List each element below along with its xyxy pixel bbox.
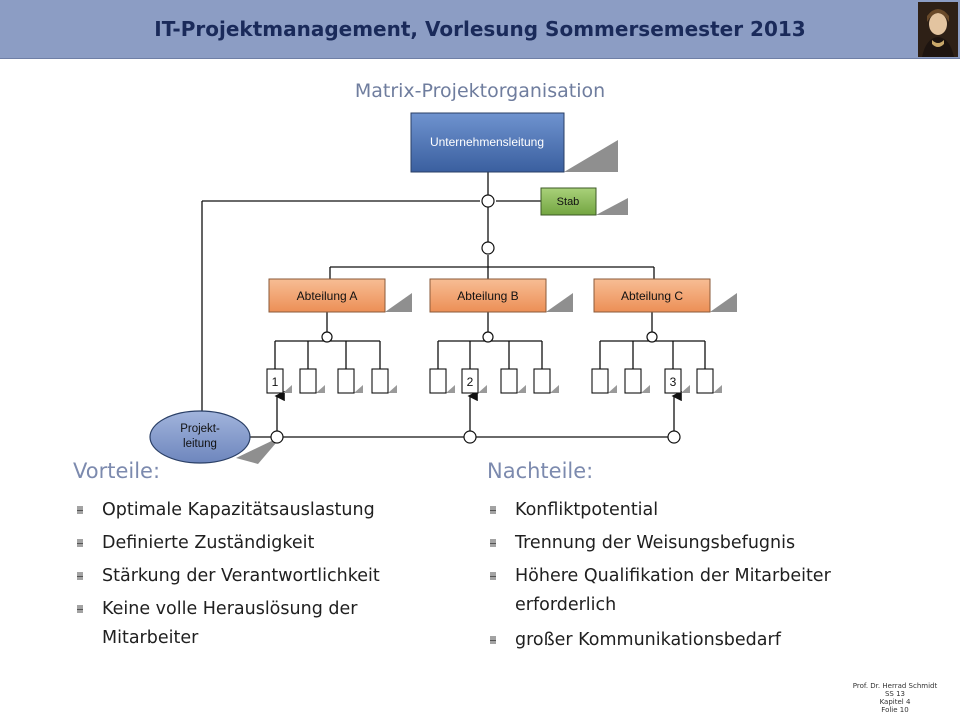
footer-author: Prof. Dr. Herrad Schmidt: [852, 682, 938, 690]
project-number-1: 1: [272, 375, 279, 389]
project-lead-line2: leitung: [183, 438, 217, 450]
project-number-3: 3: [670, 375, 677, 389]
disadvantage-item: Trennung der Weisungsbefugnis: [485, 529, 885, 558]
employee-box-c1: [591, 368, 609, 394]
footer-slide: Folie 10: [881, 706, 909, 714]
employee-box-b2: [461, 368, 479, 394]
advantage-item: Optimale Kapazitätsauslastung: [72, 496, 462, 525]
bullet-icon: [490, 572, 496, 580]
staff-label: Stab: [557, 196, 580, 208]
footer-chapter: Kapitel 4: [879, 698, 911, 706]
advantage-item: Definierte Zuständigkeit: [72, 529, 462, 558]
bullet-icon: [490, 539, 496, 547]
bullet-icon: [77, 539, 83, 547]
disadvantage-item: großer Kommunikationsbedarf: [485, 626, 885, 655]
footer-semester: SS 13: [884, 690, 906, 698]
employee-box-c3: [664, 368, 682, 394]
employee-box-a3: [337, 368, 355, 394]
employee-box-b3: [500, 368, 518, 394]
junction-nodes: [270, 194, 681, 444]
department-b-box: Abteilung B: [429, 278, 547, 313]
project-number-2: 2: [467, 375, 474, 389]
connector-lines: [201, 172, 706, 438]
employee-box-b1: [429, 368, 447, 394]
employee-box-b4: [533, 368, 551, 394]
employee-box-a4: [371, 368, 389, 394]
project-lead-ellipse: Projekt- leitung: [149, 410, 251, 464]
bullet-icon: [490, 636, 496, 644]
bullet-icon: [77, 572, 83, 580]
department-a-box: Abteilung A: [268, 278, 386, 313]
employee-box-a1: [266, 368, 284, 394]
top-management-box: Unternehmensleitung: [410, 112, 565, 173]
advantage-item: Keine volle Herauslösung der Mitarbeiter: [72, 595, 432, 653]
shadows: [236, 140, 737, 464]
slide-footer: Prof. Dr. Herrad Schmidt SS 13 Kapitel 4…: [840, 682, 950, 714]
project-lead-line1: Projekt-: [180, 423, 220, 435]
department-c-label: Abteilung C: [621, 289, 683, 303]
portrait-image: [918, 2, 958, 57]
employee-box-c2: [624, 368, 642, 394]
staff-box: Stab: [540, 187, 597, 216]
advantage-item: Stärkung der Verantwortlichkeit: [72, 562, 462, 591]
top-management-label: Unternehmensleitung: [430, 135, 544, 149]
advantages-list: Optimale Kapazitätsauslastung Definierte…: [72, 496, 462, 653]
bullet-icon: [77, 506, 83, 514]
header-title: IT-Projektmanagement, Vorlesung Sommerse…: [154, 17, 806, 41]
advantages-heading: Vorteile:: [73, 459, 161, 483]
employee-box-c4: [696, 368, 714, 394]
employee-box-a2: [299, 368, 317, 394]
disadvantages-list: Konfliktpotential Trennung der Weisungsb…: [485, 496, 885, 655]
project-numbers: 1 2 3: [272, 375, 677, 389]
department-c-box: Abteilung C: [593, 278, 711, 313]
bullet-icon: [77, 605, 83, 613]
department-b-label: Abteilung B: [457, 289, 518, 303]
disadvantage-item: Höhere Qualifikation der Mitarbeiter erf…: [485, 562, 895, 620]
bullet-icon: [490, 506, 496, 514]
disadvantage-item: Konfliktpotential: [485, 496, 885, 525]
employee-boxes: [266, 368, 722, 394]
slide-title: Matrix-Projektorganisation: [354, 80, 606, 102]
department-a-label: Abteilung A: [297, 289, 358, 303]
slide-header: IT-Projektmanagement, Vorlesung Sommerse…: [0, 0, 960, 59]
disadvantages-heading: Nachteile:: [487, 459, 594, 483]
